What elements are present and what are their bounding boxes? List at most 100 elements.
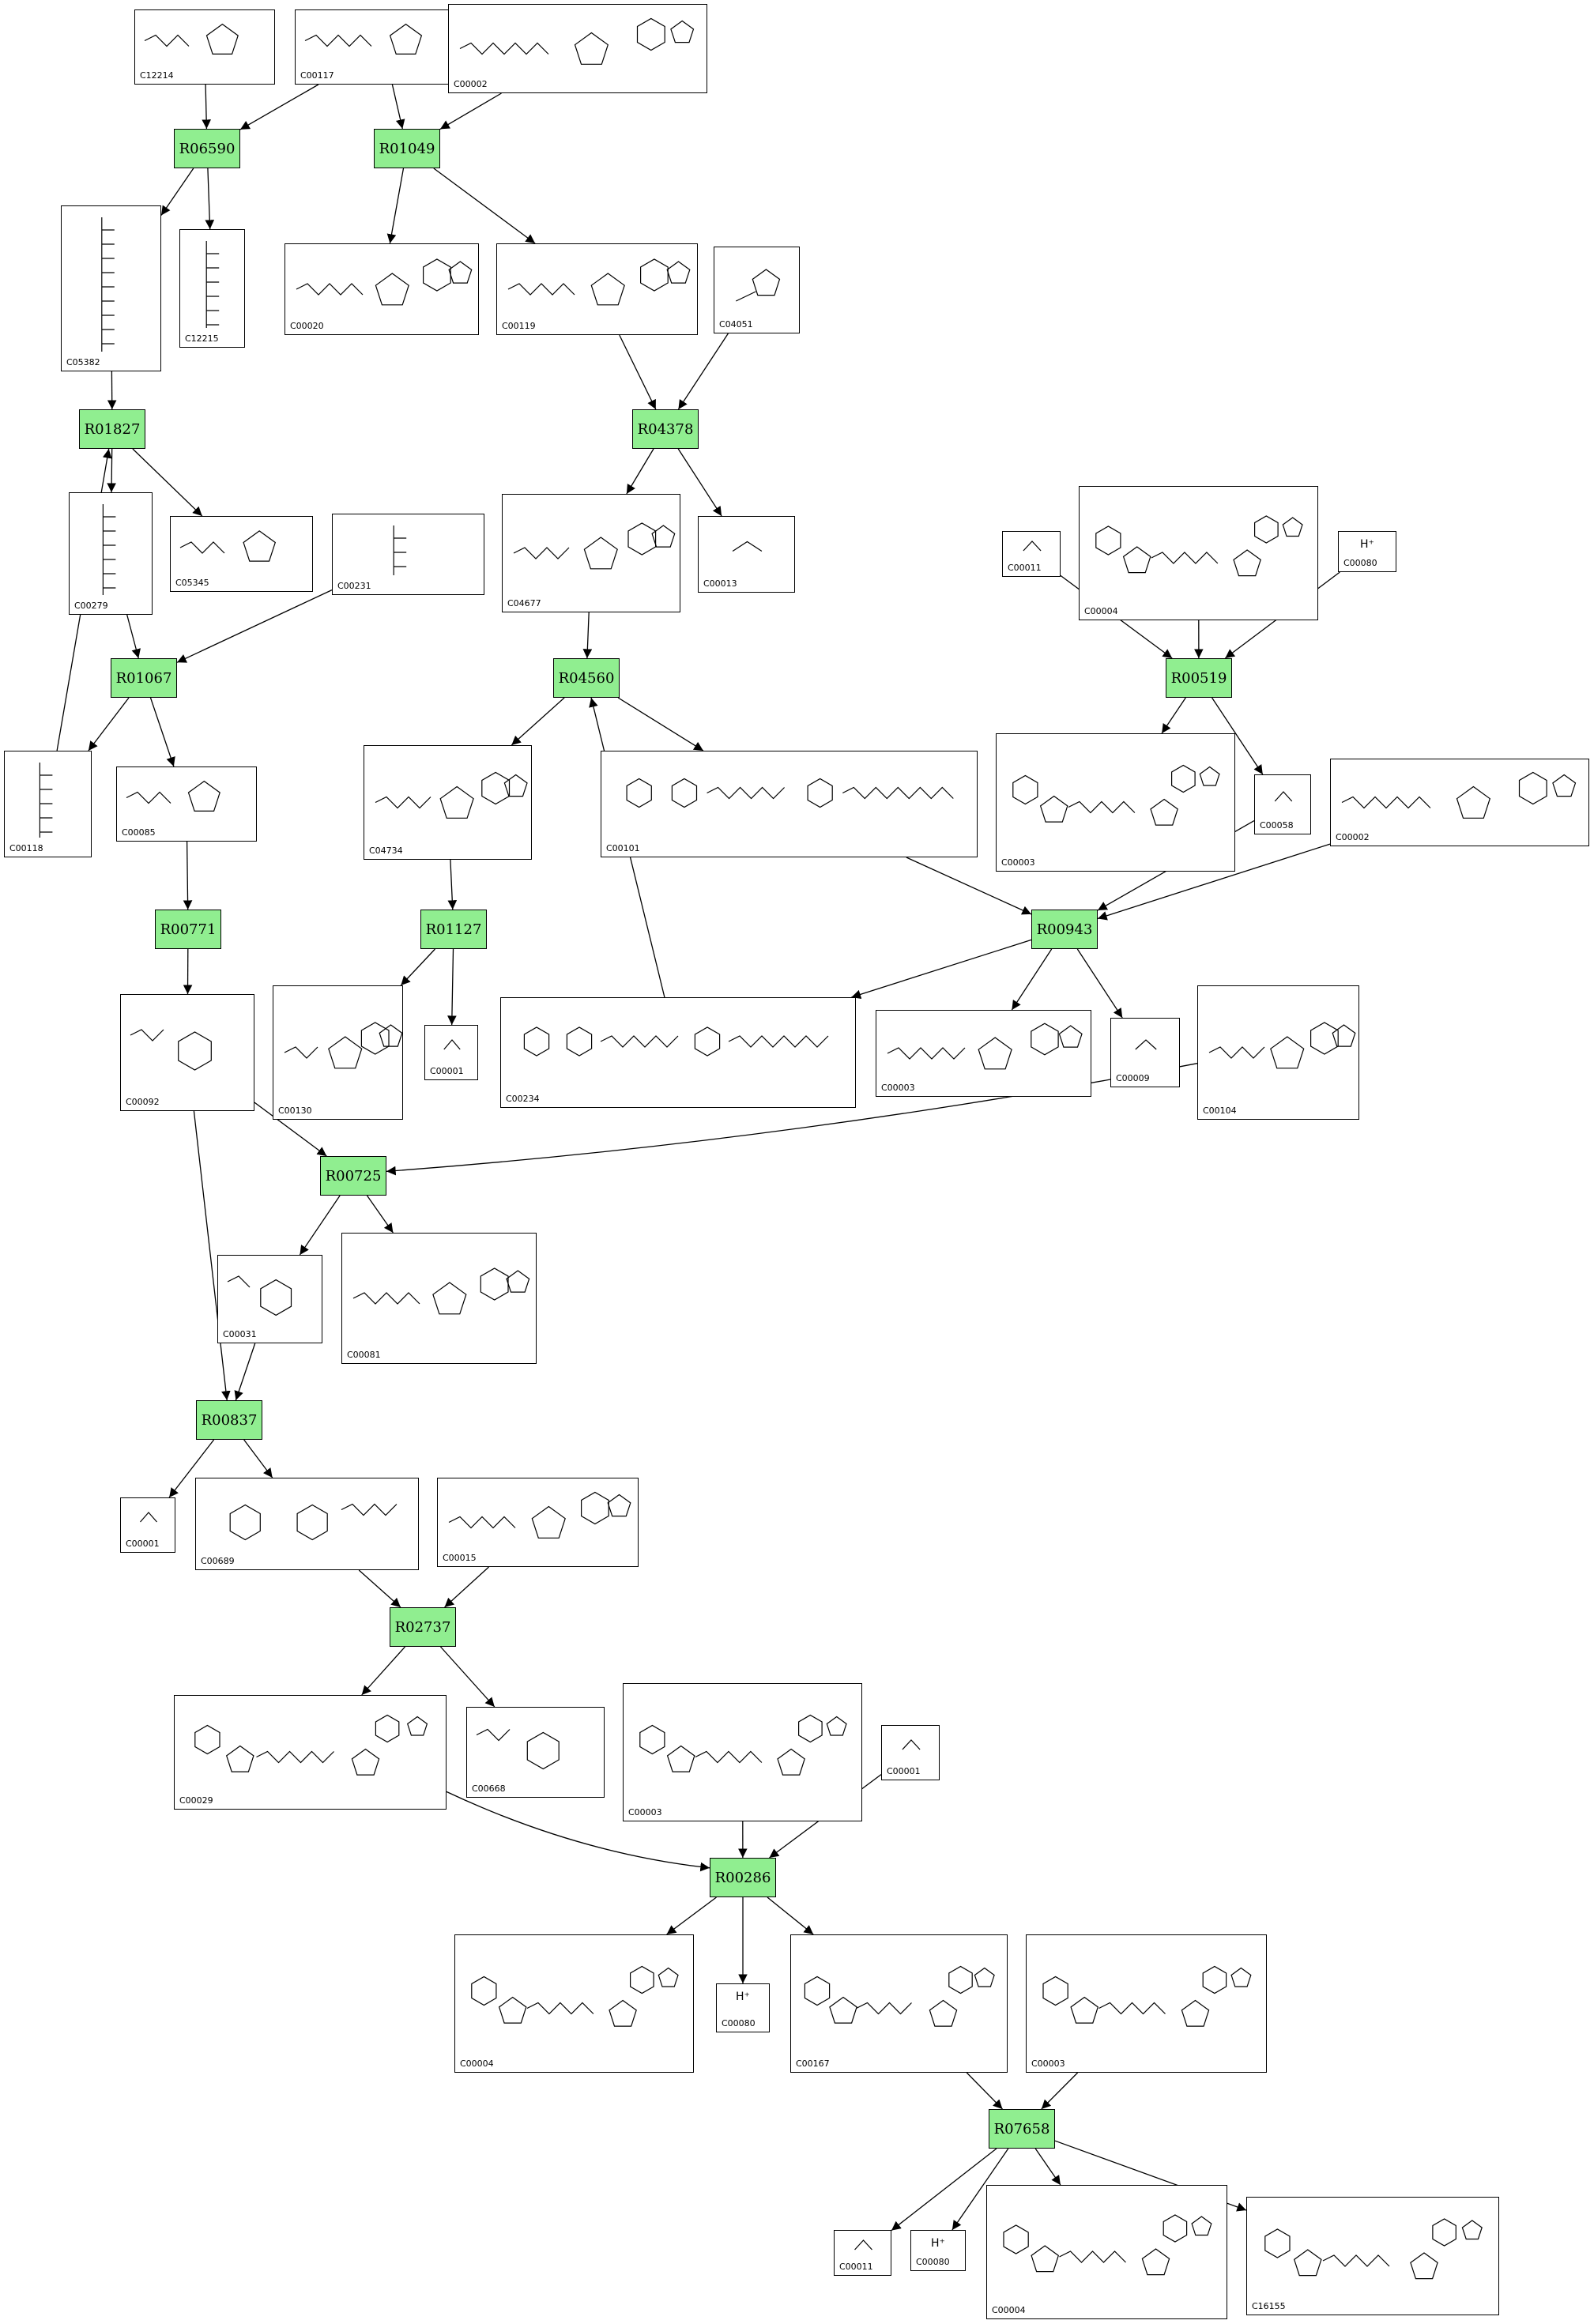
compound-box-C00668[interactable]: C00668 bbox=[466, 1707, 605, 1798]
compound-box-C00001[interactable]: C00001 bbox=[120, 1497, 175, 1553]
compound-box-C00031[interactable]: C00031 bbox=[217, 1255, 322, 1343]
compound-box-C00085[interactable]: C00085 bbox=[116, 767, 257, 842]
compound-box-C00119[interactable]: C00119 bbox=[496, 243, 698, 335]
compound-id-label: C00002 bbox=[1336, 832, 1370, 842]
compound-id-label: C00004 bbox=[460, 2058, 494, 2069]
compound-box-C00080[interactable]: H⁺C00080 bbox=[910, 2230, 966, 2271]
compound-box-C12215[interactable]: C12215 bbox=[179, 229, 245, 348]
compound-box-C00279[interactable]: C00279 bbox=[69, 492, 153, 615]
compound-box-C00080[interactable]: H⁺C00080 bbox=[1338, 531, 1396, 572]
structure-drawing bbox=[523, 1026, 829, 1057]
compound-box-C00003[interactable]: C00003 bbox=[876, 1010, 1091, 1097]
structure-drawing bbox=[393, 525, 407, 575]
compound-box-C00029[interactable]: C00029 bbox=[174, 1695, 447, 1810]
compound-box-C00001[interactable]: C00001 bbox=[881, 1725, 940, 1780]
compound-id-label: C00003 bbox=[1001, 857, 1035, 868]
compound-id-label: C16155 bbox=[1252, 2301, 1286, 2311]
edge-c12-to-r-R04560 bbox=[582, 612, 593, 659]
compound-id-label: C00015 bbox=[443, 1553, 477, 1563]
compound-box-C05345[interactable]: C05345 bbox=[170, 516, 313, 592]
compound-box-C00130[interactable]: C00130 bbox=[273, 985, 403, 1120]
edge-r-R01067-to-c18 bbox=[149, 697, 175, 767]
compound-box-C00118[interactable]: C00118 bbox=[4, 751, 92, 857]
compound-id-label: C00009 bbox=[1116, 1073, 1150, 1083]
reaction-node-R01127[interactable]: R01127 bbox=[420, 910, 487, 949]
compound-box-C00234[interactable]: C00234 bbox=[500, 997, 856, 1108]
compound-box-C16155[interactable]: C16155 bbox=[1246, 2197, 1499, 2315]
compound-box-C04734[interactable]: C04734 bbox=[364, 745, 532, 860]
reaction-node-R00837[interactable]: R00837 bbox=[196, 1400, 262, 1440]
compound-id-label: C00011 bbox=[839, 2262, 873, 2272]
edge-r-R04560-to-c20 bbox=[617, 697, 704, 751]
compound-box-C00092[interactable]: C00092 bbox=[120, 994, 254, 1111]
reaction-node-R06590[interactable]: R06590 bbox=[174, 129, 240, 168]
compound-box-C00003[interactable]: C00003 bbox=[1026, 1934, 1267, 2073]
edge-r-R00837-to-c34 bbox=[243, 1439, 273, 1478]
compound-box-C00020[interactable]: C00020 bbox=[285, 243, 479, 335]
compound-id-label: C04734 bbox=[369, 846, 403, 856]
compound-id-label: C00029 bbox=[179, 1795, 213, 1806]
structure-drawing bbox=[101, 217, 115, 352]
reaction-node-R00943[interactable]: R00943 bbox=[1031, 910, 1098, 949]
edge-r-R04378-to-c12 bbox=[626, 448, 654, 495]
compound-box-C00009[interactable]: C00009 bbox=[1110, 1018, 1180, 1087]
compound-box-C00167[interactable]: C00167 bbox=[790, 1934, 1008, 2073]
edge-r-R04560-to-c19 bbox=[511, 697, 565, 746]
compound-box-C00104[interactable]: C00104 bbox=[1197, 985, 1359, 1120]
structure-drawing bbox=[507, 258, 691, 306]
structure-drawing bbox=[179, 530, 277, 562]
compound-box-C00003[interactable]: C00003 bbox=[623, 1683, 862, 1821]
reaction-node-R01067[interactable]: R01067 bbox=[111, 658, 177, 698]
compound-id-label: C00167 bbox=[796, 2058, 830, 2069]
reaction-node-R04560[interactable]: R04560 bbox=[553, 658, 620, 698]
compound-box-C00058[interactable]: C00058 bbox=[1254, 774, 1311, 834]
structure-drawing bbox=[1095, 515, 1303, 577]
edge-r-R01827-to-c9 bbox=[107, 448, 116, 493]
compound-box-C00011[interactable]: C00011 bbox=[1002, 531, 1061, 577]
reaction-node-R01827[interactable]: R01827 bbox=[79, 409, 145, 449]
reaction-node-R07658[interactable]: R07658 bbox=[989, 2109, 1055, 2149]
reaction-node-R02737[interactable]: R02737 bbox=[390, 1607, 456, 1647]
reaction-node-R00725[interactable]: R00725 bbox=[320, 1156, 386, 1196]
compound-box-C00689[interactable]: C00689 bbox=[195, 1478, 419, 1570]
compound-box-C00013[interactable]: C00013 bbox=[698, 516, 795, 593]
compound-box-C00101[interactable]: C00101 bbox=[601, 751, 978, 857]
compound-box-C00004[interactable]: C00004 bbox=[454, 1934, 694, 2073]
compound-box-C00004[interactable]: C00004 bbox=[1079, 486, 1318, 620]
compound-box-C04677[interactable]: C04677 bbox=[502, 494, 680, 612]
edge-r-R06590-to-c4 bbox=[160, 168, 194, 216]
structure-drawing bbox=[194, 1714, 428, 1776]
compound-box-C12214[interactable]: C12214 bbox=[134, 9, 275, 85]
reaction-node-R04378[interactable]: R04378 bbox=[632, 409, 699, 449]
compound-box-C05382[interactable]: C05382 bbox=[61, 205, 161, 371]
compound-box-C00117[interactable]: C00117 bbox=[295, 9, 473, 85]
reaction-node-R00519[interactable]: R00519 bbox=[1166, 658, 1232, 698]
compound-box-C00231[interactable]: C00231 bbox=[332, 514, 484, 595]
compound-box-C00002[interactable]: C00002 bbox=[1330, 759, 1589, 846]
reaction-node-R00286[interactable]: R00286 bbox=[710, 1858, 776, 1897]
compound-box-C00015[interactable]: C00015 bbox=[437, 1478, 639, 1567]
reaction-node-R01049[interactable]: R01049 bbox=[374, 129, 440, 168]
structure-drawing bbox=[1042, 1965, 1252, 2027]
compound-box-C00003[interactable]: C00003 bbox=[996, 733, 1235, 872]
compound-box-C00011[interactable]: C00011 bbox=[834, 2230, 891, 2276]
reaction-node-R00771[interactable]: R00771 bbox=[155, 910, 221, 949]
structure-drawing bbox=[227, 1275, 292, 1316]
compound-box-C00001[interactable]: C00001 bbox=[424, 1025, 478, 1080]
compound-id-label: C00689 bbox=[201, 1556, 235, 1566]
structure-drawing bbox=[735, 269, 781, 302]
compound-box-C00080[interactable]: H⁺C00080 bbox=[716, 1983, 770, 2032]
edge-r-R00725-to-c31 bbox=[299, 1195, 341, 1256]
compound-box-C00004[interactable]: C00004 bbox=[986, 2185, 1227, 2319]
compound-id-label: C00013 bbox=[703, 578, 737, 589]
compound-box-C00002[interactable]: C00002 bbox=[448, 4, 707, 93]
edge-c20-to-r-R00943 bbox=[906, 857, 1032, 915]
compound-id-label: C00118 bbox=[9, 843, 43, 853]
edge-r-R01127-to-c26 bbox=[447, 948, 457, 1026]
compound-box-C00081[interactable]: C00081 bbox=[341, 1233, 537, 1364]
compound-box-C04051[interactable]: C04051 bbox=[714, 247, 800, 333]
structure-drawing bbox=[296, 258, 473, 306]
structure-drawing bbox=[804, 1965, 995, 2027]
structure-drawing bbox=[375, 771, 528, 819]
edge-c18-to-r-R00771 bbox=[183, 841, 193, 910]
